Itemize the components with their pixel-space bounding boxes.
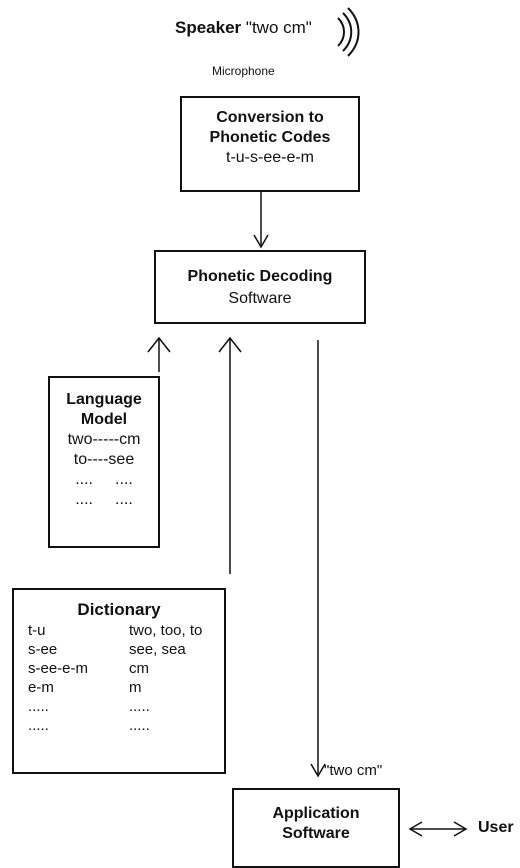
conversion-title-line1: Conversion to <box>216 109 324 126</box>
dictionary-words: see, sea <box>128 641 186 658</box>
language-model-box: Language Model two-----cm to----see ....… <box>48 376 160 548</box>
language-row-a: .... <box>75 491 93 508</box>
language-row-b: .... <box>115 491 133 508</box>
language-row-b: .... <box>115 471 133 488</box>
application-software-box: Application Software <box>232 788 400 868</box>
dictionary-code: s-ee <box>28 641 58 658</box>
dictionary-row: ..... ..... <box>14 697 224 716</box>
conversion-box: Conversion to Phonetic Codes t-u-s-ee-e-… <box>180 96 360 192</box>
arrow-language-to-decoding <box>147 336 171 372</box>
dictionary-title: Dictionary <box>77 600 161 619</box>
language-row: .... .... <box>50 490 158 510</box>
dictionary-code: e-m <box>28 679 54 696</box>
speaker-line: Speaker "two cm" <box>175 18 335 44</box>
dictionary-row: e-m m <box>14 678 224 697</box>
application-title-line2: Software <box>282 825 350 842</box>
dictionary-row: t-u two, too, to <box>14 621 224 640</box>
dictionary-row: ..... ..... <box>14 716 224 735</box>
dictionary-code: t-u <box>28 622 46 639</box>
language-row: two-----cm <box>50 430 158 450</box>
application-title-line1: Application <box>272 805 360 822</box>
phonetic-subtitle: Software <box>228 290 292 307</box>
conversion-title-line2: Phonetic Codes <box>209 129 331 146</box>
dictionary-words: cm <box>128 660 149 677</box>
output-text: "two cm" <box>324 762 383 779</box>
arrow-decoding-to-application <box>310 340 326 778</box>
speaker-label: Speaker <box>175 18 242 37</box>
language-row: to----see <box>50 450 158 470</box>
phonetic-title: Phonetic Decoding <box>187 268 333 285</box>
phonetic-decoding-box: Phonetic Decoding Software <box>154 250 366 324</box>
language-row-a: .... <box>75 471 93 488</box>
language-title-line2: Model <box>80 411 128 428</box>
dictionary-code: s-ee-e-m <box>28 660 89 677</box>
arrow-application-user <box>408 821 468 837</box>
dictionary-words: m <box>128 679 142 696</box>
arrow-dictionary-to-decoding <box>218 336 242 574</box>
microphone-label: Microphone <box>212 64 275 78</box>
speaker-utterance: "two cm" <box>245 18 312 37</box>
dictionary-words: ..... <box>128 698 150 715</box>
sound-waves-icon <box>337 7 360 57</box>
language-row-a: two-----cm <box>67 431 141 448</box>
conversion-codes: t-u-s-ee-e-m <box>225 149 314 166</box>
dictionary-words: ..... <box>128 717 150 734</box>
dictionary-row: s-ee see, sea <box>14 640 224 659</box>
language-title-line1: Language <box>66 391 142 408</box>
language-row: .... .... <box>50 470 158 490</box>
dictionary-code: ..... <box>28 698 49 715</box>
arrow-conversion-to-decoding <box>253 192 269 249</box>
dictionary-code: ..... <box>28 717 49 734</box>
language-row-a: to----see <box>73 451 135 468</box>
dictionary-words: two, too, to <box>128 622 203 639</box>
dictionary-box: Dictionary t-u two, too, to s-ee see, se… <box>12 588 226 774</box>
dictionary-row: s-ee-e-m cm <box>14 659 224 678</box>
user-label: User <box>478 819 514 836</box>
